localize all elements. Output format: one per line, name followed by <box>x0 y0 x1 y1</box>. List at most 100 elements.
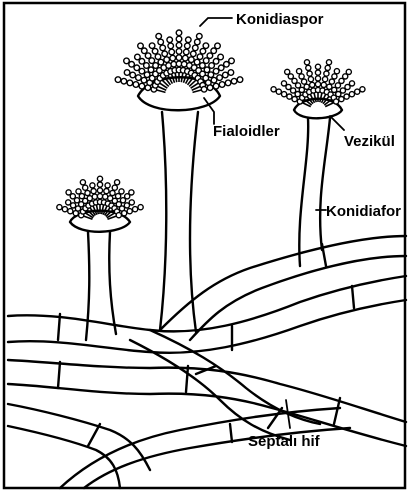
conidium <box>237 77 243 83</box>
conidium <box>207 85 213 91</box>
conidium <box>211 77 217 83</box>
conidium <box>194 59 200 65</box>
conidium <box>349 81 354 86</box>
conidium <box>185 43 191 49</box>
conidium <box>124 58 130 64</box>
conidium <box>307 71 312 76</box>
conidium <box>271 87 276 92</box>
conidium <box>158 59 164 65</box>
conidium <box>334 99 339 104</box>
conidium <box>223 72 229 78</box>
conidium <box>97 188 102 193</box>
label-konidiafor: Konidiafor <box>326 203 401 220</box>
label-septali-hif: Septalı hif <box>248 433 321 450</box>
conidium <box>315 76 320 81</box>
conidium <box>299 74 304 79</box>
conidium <box>135 54 141 60</box>
conidium <box>208 72 214 78</box>
conidiophore-left <box>57 176 143 340</box>
conidium <box>127 80 133 86</box>
conidium <box>122 211 127 216</box>
conidium <box>149 43 155 49</box>
conidium <box>66 190 71 195</box>
conidium <box>162 51 168 57</box>
conidium <box>324 71 329 76</box>
conidium <box>164 57 170 63</box>
conidium <box>116 213 121 218</box>
conidium <box>306 65 311 70</box>
conidium <box>62 207 67 212</box>
conidium <box>127 209 132 214</box>
conidia-chains-right <box>271 60 365 107</box>
conidium <box>215 43 221 49</box>
conidium <box>276 89 281 94</box>
conidium <box>105 183 110 188</box>
conidium <box>193 45 199 51</box>
conidium <box>57 205 62 210</box>
conidium <box>124 70 130 76</box>
conidium <box>203 43 209 49</box>
conidium <box>121 78 127 84</box>
conidium <box>115 180 120 185</box>
conidium <box>195 39 201 45</box>
conidium <box>228 70 234 76</box>
conidium <box>170 55 176 61</box>
conidium <box>136 75 142 81</box>
label-vezikul: Vezikül <box>344 133 395 150</box>
conidium <box>218 54 224 60</box>
conidium <box>152 48 158 54</box>
conidium <box>219 82 225 88</box>
conidium <box>176 42 182 48</box>
conidium <box>184 49 190 55</box>
conidium <box>144 72 150 78</box>
conidium <box>176 55 182 61</box>
conidium <box>130 72 136 78</box>
conidium <box>355 89 360 94</box>
conidium <box>315 82 320 87</box>
conidium <box>138 205 143 210</box>
conidium <box>321 82 326 87</box>
conidium <box>191 51 197 57</box>
conidium <box>156 33 162 39</box>
label-konidiaspor: Konidiaspor <box>236 11 324 28</box>
conidium <box>344 94 349 99</box>
conidium <box>197 33 203 39</box>
conidium <box>231 78 237 84</box>
conidium <box>176 36 182 42</box>
conidium <box>308 77 313 82</box>
conidiophore-right <box>271 60 365 266</box>
conidium <box>213 83 219 89</box>
conidium <box>334 69 339 74</box>
conidium <box>304 60 309 65</box>
conidium <box>323 77 328 82</box>
conidium <box>133 207 138 212</box>
conidium <box>176 30 182 36</box>
conidia-chains-left <box>57 176 143 219</box>
conidium <box>336 92 341 97</box>
conidium <box>155 54 161 60</box>
conidium <box>297 69 302 74</box>
conidium <box>229 58 235 64</box>
conidium <box>158 39 164 45</box>
conidium <box>141 77 147 83</box>
conidium <box>304 84 309 89</box>
conidium <box>167 37 173 43</box>
conidium <box>97 194 102 199</box>
conidium <box>281 81 286 86</box>
conidium <box>225 80 231 86</box>
conidium <box>360 87 365 92</box>
conidium <box>68 209 73 214</box>
conidium <box>325 65 330 70</box>
conidium <box>285 69 290 74</box>
conidium <box>292 97 297 102</box>
conidiophore-center <box>115 30 243 332</box>
conidium <box>160 45 166 51</box>
conidium <box>133 82 139 88</box>
conidium <box>315 70 320 75</box>
conidium <box>349 92 354 97</box>
conidium <box>97 182 102 187</box>
conidium <box>76 189 81 194</box>
conidium <box>115 77 121 83</box>
conidium <box>119 189 124 194</box>
